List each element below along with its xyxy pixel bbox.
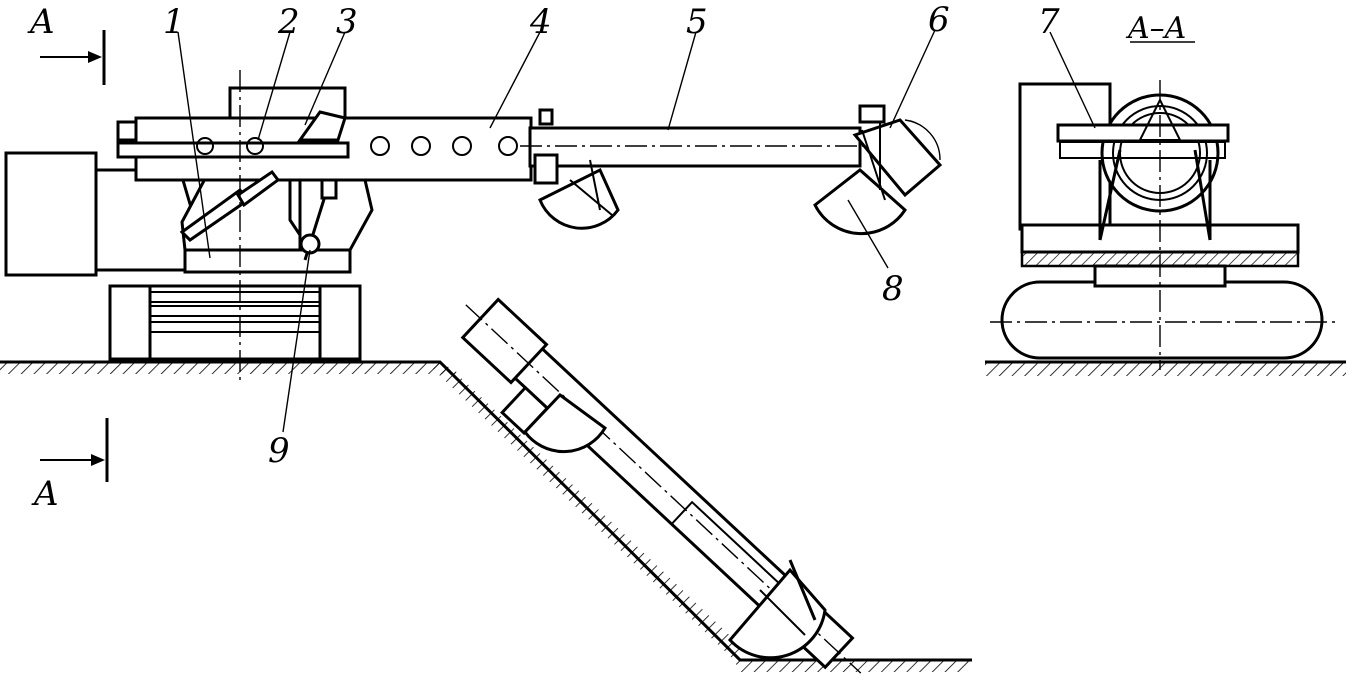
label-1: 1 bbox=[163, 2, 185, 42]
leader-lines bbox=[177, 29, 1195, 433]
clamp-3 bbox=[297, 110, 347, 142]
boom-hole bbox=[370, 136, 390, 156]
carriage-block bbox=[533, 153, 559, 185]
cab bbox=[228, 86, 347, 120]
boom-hole bbox=[246, 137, 264, 155]
label-9: 9 bbox=[268, 431, 290, 471]
boom-hole bbox=[196, 137, 214, 155]
end-bolt bbox=[116, 120, 138, 142]
section-view-title: A–A bbox=[1125, 11, 1186, 46]
head-bolt bbox=[858, 104, 886, 124]
label-2: 2 bbox=[277, 2, 300, 42]
cutting-scoop bbox=[538, 167, 620, 230]
inclined-scoop-upper bbox=[523, 393, 607, 454]
label-5: 5 bbox=[686, 2, 708, 42]
label-8: 8 bbox=[882, 269, 904, 309]
section-label-top: A bbox=[27, 2, 55, 42]
boom-inclined-position bbox=[460, 297, 862, 674]
label-6: 6 bbox=[928, 0, 950, 40]
boom-section-5 bbox=[528, 126, 862, 168]
inclined-scoop-lower bbox=[727, 567, 827, 660]
section-marker-top bbox=[40, 30, 106, 85]
label-3: 3 bbox=[336, 2, 358, 42]
counterweight bbox=[4, 151, 98, 277]
end-bolt bbox=[538, 108, 554, 126]
section-marker-bottom bbox=[40, 418, 109, 482]
section-cab bbox=[1018, 82, 1112, 231]
section-label-bottom: A bbox=[31, 474, 59, 514]
section-crawler-track bbox=[1000, 280, 1324, 360]
machine-side-view bbox=[4, 70, 943, 385]
boom-hole bbox=[452, 136, 472, 156]
slider-beam-2 bbox=[116, 141, 350, 159]
working-head-6 bbox=[852, 118, 943, 198]
cutting-scoop-8 bbox=[813, 168, 907, 236]
hanger-bracket bbox=[320, 178, 338, 200]
ground-profile bbox=[0, 360, 1346, 672]
section-view-a-a bbox=[990, 80, 1340, 370]
label-7: 7 bbox=[1038, 2, 1060, 42]
boom-hole bbox=[411, 136, 431, 156]
boom-hole bbox=[498, 136, 518, 156]
label-4: 4 bbox=[529, 2, 552, 42]
cylinder-rod bbox=[235, 169, 281, 208]
